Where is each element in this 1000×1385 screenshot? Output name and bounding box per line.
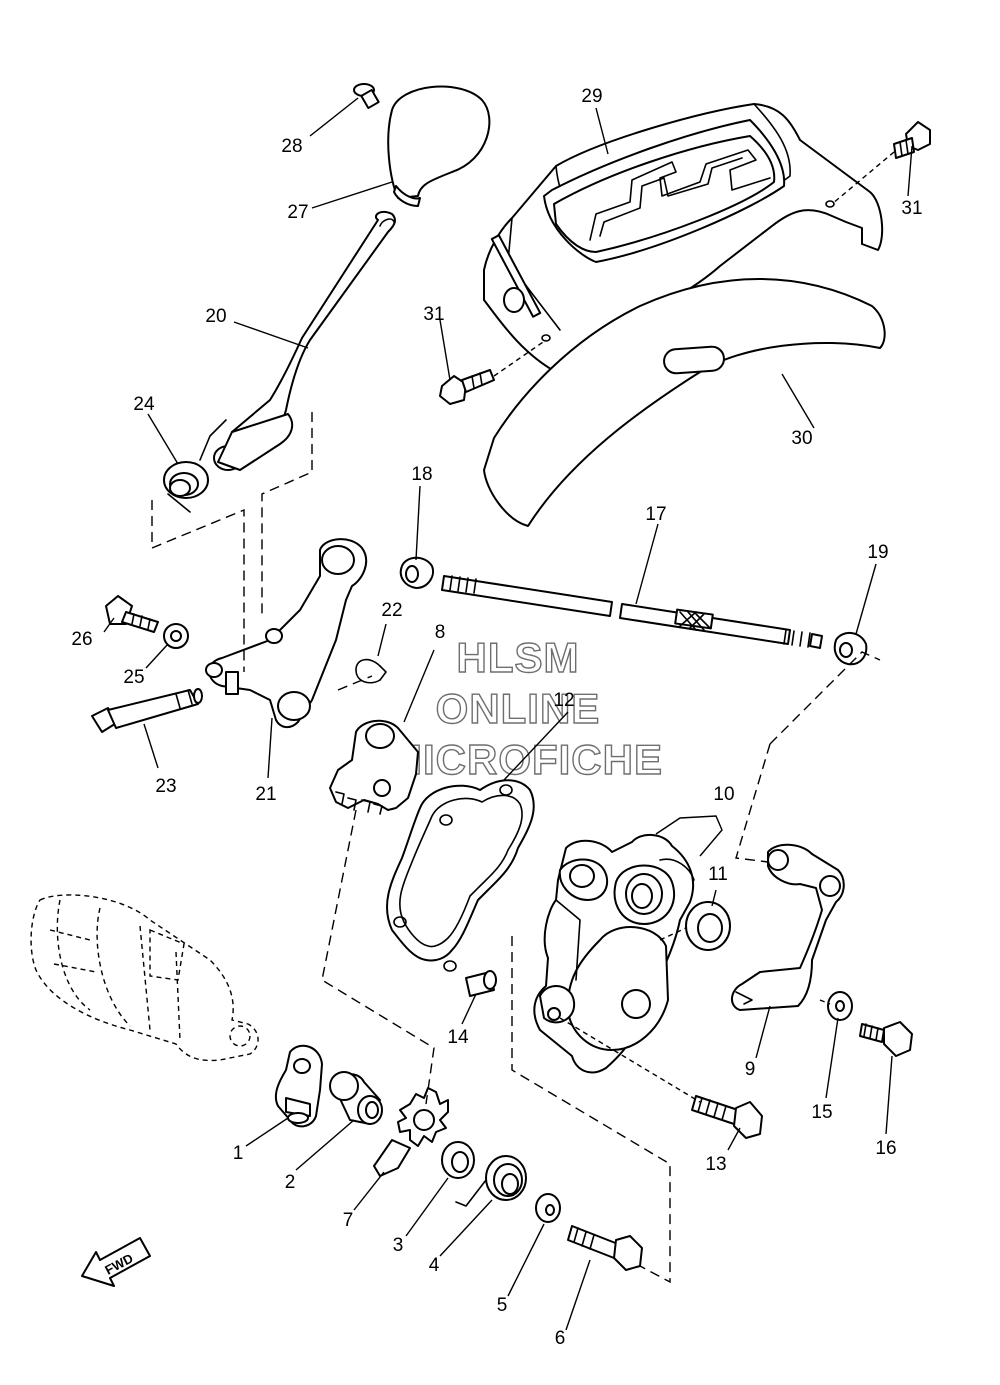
watermark-line-3: MICROFICHE: [387, 736, 663, 783]
callout-16: 16: [875, 1138, 896, 1159]
callout-11: 11: [708, 864, 728, 885]
shift-rod: [441, 575, 823, 649]
knob-screw: [353, 83, 380, 110]
callout-26: 26: [71, 629, 92, 650]
pivot-bolt: [91, 688, 203, 733]
callout-7: 7: [343, 1210, 354, 1231]
shift-drum: [30, 894, 259, 1062]
watermark-line-1: HLSM: [457, 634, 580, 681]
callout-15: 15: [811, 1102, 832, 1123]
arm-bolt-lower: [859, 1021, 913, 1057]
shift-shaft-arm: [731, 843, 845, 1011]
circlip: [355, 658, 387, 684]
forward-direction-arrow: FWD: [81, 1237, 151, 1287]
shift-guide-plate: [483, 278, 886, 527]
callout-14: 14: [447, 1027, 469, 1048]
shift-segment: [329, 719, 419, 815]
callout-3: 3: [393, 1235, 404, 1256]
callout-13: 13: [705, 1154, 726, 1175]
callout-19: 19: [867, 542, 888, 563]
callout-23: 23: [155, 776, 176, 797]
stopper-lever: [274, 1044, 323, 1128]
callout-1: 1: [233, 1143, 244, 1164]
shift-lever: [213, 210, 396, 471]
shift-arm: [205, 538, 368, 728]
washer: [163, 623, 189, 649]
rod-nut-upper: [399, 556, 434, 589]
watermark-line-2: ONLINE: [436, 685, 601, 732]
watermark: HLSM ONLINE MICROFICHE: [386, 633, 663, 783]
callout-18: 18: [411, 464, 432, 485]
lever-spring: [163, 419, 227, 513]
callout-25: 25: [123, 667, 144, 688]
spring-washer: [535, 1193, 561, 1223]
leader-lines: [103, 97, 913, 1331]
callout-10: 10: [713, 784, 734, 805]
dowel-pin: [465, 970, 497, 997]
oil-seal: [685, 901, 731, 951]
callout-5: 5: [497, 1295, 508, 1316]
callout-24: 24: [133, 394, 155, 415]
callout-4: 4: [429, 1255, 440, 1276]
linkage-dashed-box: [151, 412, 373, 691]
reference-lines: [321, 651, 881, 1284]
pawl-bolt: [567, 1225, 643, 1271]
callout-30: 30: [791, 428, 812, 449]
callout-28: 28: [281, 136, 302, 157]
callout-31-left: 31: [423, 304, 444, 325]
callout-21: 21: [255, 784, 276, 805]
arm-bolt: [105, 595, 159, 633]
shift-pawl: [373, 1087, 449, 1177]
pawl-washer: [441, 1141, 475, 1179]
callout-labels: 1 2 3 4 5 6 7 8 9 10 11 12 13 14 15 16 1…: [71, 86, 922, 1349]
shift-guide-cover: [483, 103, 884, 374]
callout-8: 8: [435, 622, 446, 643]
guide-screw-left: [439, 339, 547, 405]
callout-29: 29: [581, 86, 602, 107]
crankcase-cover: [533, 834, 695, 1074]
callout-22: 22: [381, 600, 402, 621]
collar: [329, 1071, 383, 1125]
callout-2: 2: [285, 1172, 296, 1193]
torsion-spring: [455, 1155, 527, 1207]
guide-screw-right: [831, 121, 931, 205]
callout-9: 9: [745, 1059, 756, 1080]
callout-31-right: 31: [901, 198, 922, 219]
callout-17: 17: [645, 504, 666, 525]
callout-12: 12: [553, 690, 574, 711]
rod-nut-lower: [833, 632, 868, 666]
arm-washer: [827, 991, 853, 1021]
callout-20: 20: [205, 306, 226, 327]
cover-gasket: [386, 779, 535, 972]
shift-knob: [387, 85, 491, 207]
callout-27: 27: [287, 202, 308, 223]
callout-6: 6: [555, 1328, 566, 1349]
cover-bolt: [691, 1095, 763, 1139]
